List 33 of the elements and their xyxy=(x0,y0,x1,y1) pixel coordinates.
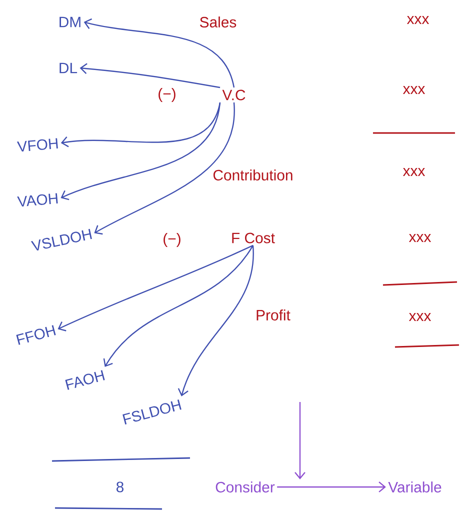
arrow xyxy=(277,482,386,492)
arrow xyxy=(60,102,221,148)
handwritten-term: Consider xyxy=(216,482,275,492)
handwritten-label: 8 xyxy=(116,482,124,492)
arrow xyxy=(294,402,306,480)
handwritten-label: xxx xyxy=(408,313,432,321)
handwritten-label: xxx xyxy=(402,168,426,176)
handwritten-term: FFOH xyxy=(16,325,56,345)
handwritten-label: Sales xyxy=(200,16,236,28)
handwritten-term: DL xyxy=(60,62,78,74)
handwritten-label: (−) xyxy=(164,233,180,247)
handwritten-label: Profit xyxy=(256,310,290,320)
handwritten-term: VFOH xyxy=(16,138,58,152)
handwritten-term: FAOH xyxy=(65,370,105,390)
handwritten-label: xxx xyxy=(406,16,430,24)
handwritten-term: Variable xyxy=(388,482,442,492)
arrow xyxy=(103,245,254,367)
handwritten-term: FSLDOH xyxy=(122,400,182,424)
handwritten-term: V.C xyxy=(222,90,246,100)
handwritten-term: VSLDOH xyxy=(30,228,92,251)
handwritten-label: Contribution xyxy=(213,170,292,180)
arrow xyxy=(58,244,254,332)
handwritten-term: DM xyxy=(60,16,80,28)
handwritten-label: xxx xyxy=(402,86,426,94)
handwritten-label: xxx xyxy=(408,234,432,242)
handwritten-label: (−) xyxy=(158,88,176,102)
handwritten-term: VAOH xyxy=(17,193,58,207)
handwritten-term: F Cost xyxy=(232,232,275,244)
arrow xyxy=(94,102,235,235)
arrow xyxy=(178,245,254,396)
arrow xyxy=(84,18,235,88)
arrow xyxy=(60,102,221,200)
arrow xyxy=(80,63,220,88)
